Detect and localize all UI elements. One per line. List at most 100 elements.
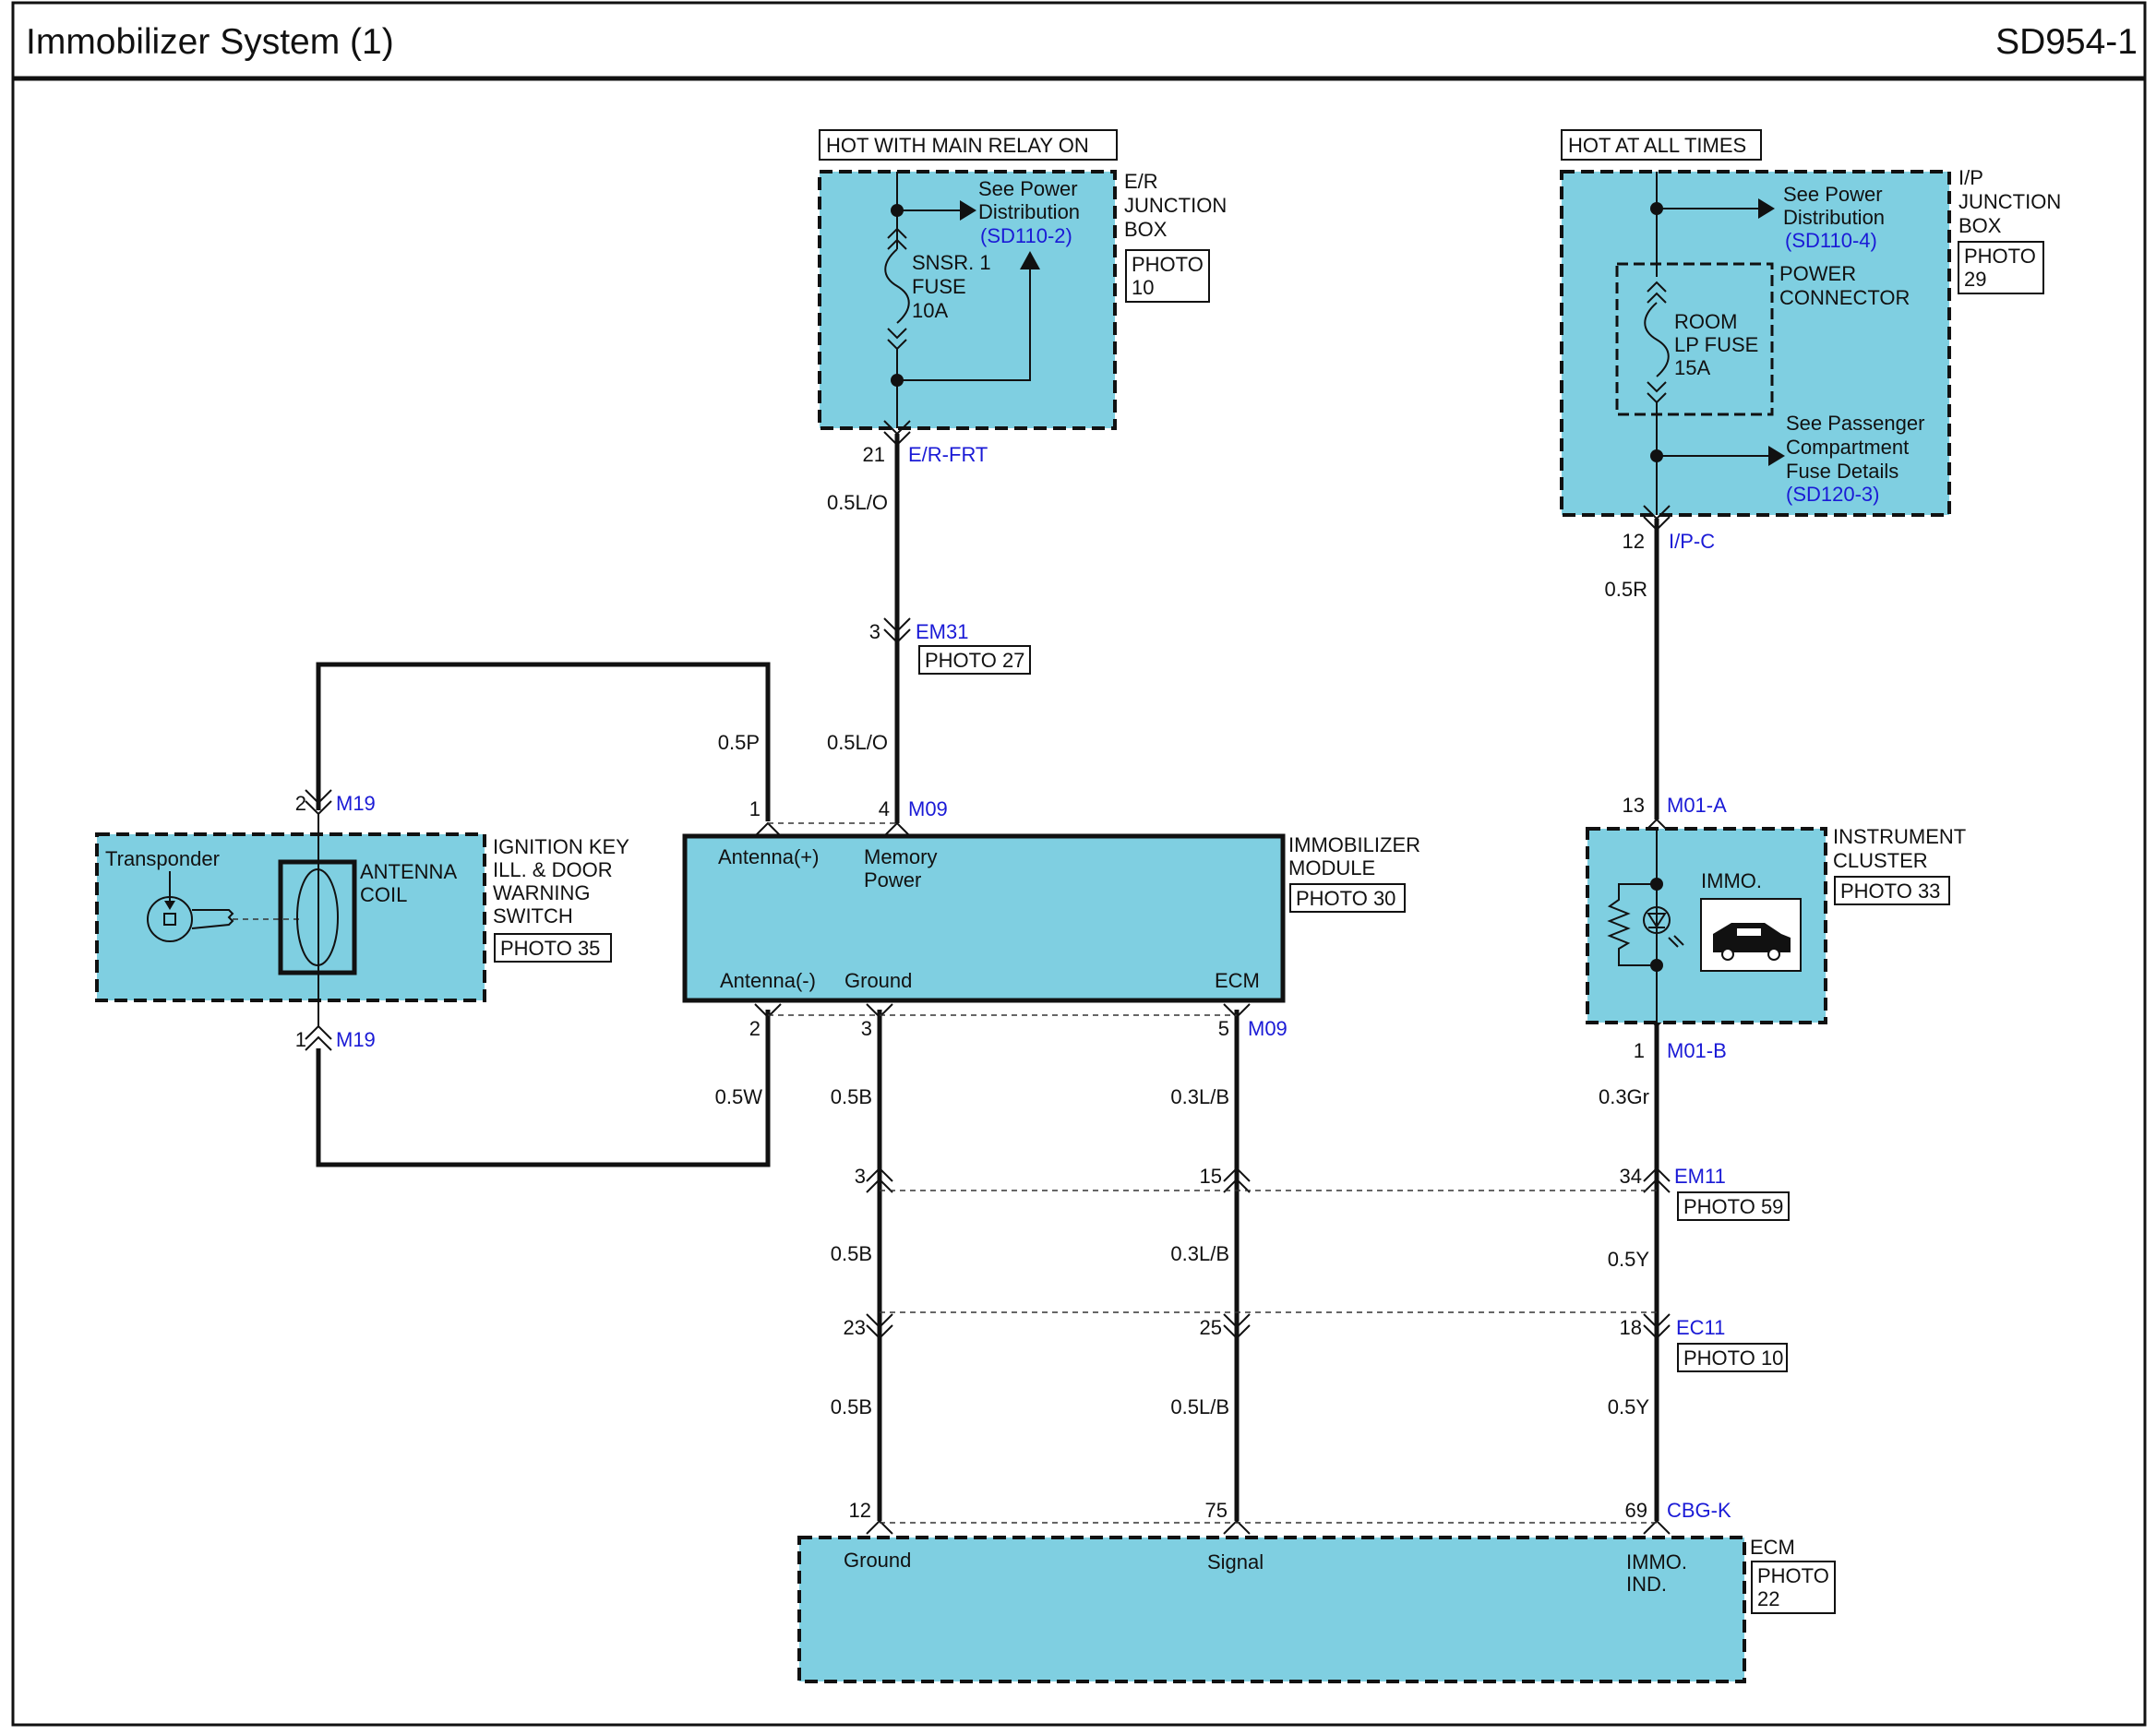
m09-pin3-symbol: [866, 1003, 893, 1019]
wire-r-label: 0.5R: [1605, 578, 1647, 601]
immobilizer-photo: PHOTO 30: [1296, 887, 1395, 910]
hot-all-times-label: HOT AT ALL TIMES: [1568, 134, 1746, 157]
m01a-connector[interactable]: M01-A: [1667, 794, 1727, 817]
immobilizer-title-2: MODULE: [1288, 856, 1375, 879]
m09-pin5-symbol: [1223, 1003, 1251, 1019]
ip-see-ref[interactable]: (SD110-4): [1785, 229, 1877, 252]
ecm-outline: [797, 1536, 1746, 1683]
wire-labels: 21 E/R-FRT 0.5L/O 3 EM31 PHOTO 27 0.5L/O…: [295, 443, 1790, 1522]
ignition-key-switch: Transponder ANTENNA COIL IGNITION KEY IL…: [95, 814, 629, 1026]
em31-connector[interactable]: EM31: [916, 620, 968, 643]
ecm-photo-1: PHOTO: [1757, 1564, 1829, 1587]
ip-fuse-1: ROOM: [1674, 310, 1737, 333]
er-frt-pin: 21: [863, 443, 885, 466]
page-frame: [11, 1, 2147, 1727]
er-title-3: BOX: [1124, 218, 1168, 241]
er-junction-box: HOT WITH MAIN RELAY ON See Power Distrib…: [818, 129, 1227, 430]
led-symbol: [1647, 913, 1667, 928]
er-see-ref[interactable]: (SD110-2): [980, 224, 1072, 247]
m09-bot-connector[interactable]: M09: [1248, 1017, 1288, 1040]
ignition-title-1: IGNITION KEY: [493, 835, 629, 858]
ecm-immo-ind-2: IND.: [1626, 1573, 1667, 1596]
er-see-power-1: See Power: [978, 177, 1078, 200]
ec11-photo: PHOTO 10: [1683, 1346, 1783, 1370]
m19-bot-connector[interactable]: M19: [336, 1028, 376, 1051]
wires: [316, 434, 1659, 1521]
cbgk-connector[interactable]: CBG-K: [1667, 1499, 1731, 1522]
fuse-icon: [884, 248, 910, 324]
arrow-right-icon: [960, 200, 976, 221]
power-connector-outline: [1615, 262, 1774, 416]
er-fuse-2: FUSE: [912, 275, 966, 298]
ec11-pin18-symbol: [1643, 1313, 1671, 1340]
hot-main-relay-tag: [819, 129, 1118, 161]
m19-top-pin: 2: [295, 792, 306, 815]
ecm-photo-tag: [1751, 1561, 1836, 1614]
ignition-title-4: SWITCH: [493, 904, 573, 927]
em11-pin15: 15: [1200, 1165, 1222, 1188]
em11-photo-tag: [1677, 1191, 1790, 1221]
ip-see-passenger-ref[interactable]: (SD120-3): [1786, 483, 1879, 506]
cbgk-pin69: 69: [1625, 1499, 1647, 1522]
memory-power-2: Power: [864, 868, 921, 891]
ignition-photo: PHOTO 35: [500, 937, 600, 960]
cluster-title-2: CLUSTER: [1833, 849, 1928, 872]
em11-pin3-symbol: [866, 1167, 893, 1193]
ecm-signal-label: Signal: [1207, 1550, 1264, 1573]
ip-box-outline: [1560, 170, 1951, 517]
ecm-immo-ind-1: IMMO.: [1626, 1550, 1687, 1573]
ecm-title: ECM: [1750, 1536, 1795, 1559]
light-emission-icon: [1668, 935, 1684, 948]
m09-pin4: 4: [879, 797, 890, 820]
wire-b-label-2: 0.5B: [831, 1242, 872, 1265]
coil-label-1: ANTENNA: [360, 860, 457, 883]
immobilizer-box: [682, 833, 1286, 1003]
immobilizer-photo-tag: [1289, 883, 1406, 913]
ipc-pin-symbol: [1643, 505, 1671, 532]
ecm: Ground Signal IMMO. IND. ECM PHOTO 22: [797, 1536, 1836, 1683]
em11-photo: PHOTO 59: [1683, 1195, 1783, 1218]
em11-pin3: 3: [855, 1165, 866, 1188]
ignition-photo-tag: [494, 933, 612, 963]
wire-lo-label-2: 0.5L/O: [827, 731, 888, 754]
resistor-icon: [1607, 883, 1657, 966]
em11-pin34-symbol: [1643, 1167, 1671, 1193]
er-frt-connector[interactable]: E/R-FRT: [908, 443, 988, 466]
ip-power-connector-1: POWER: [1779, 262, 1856, 285]
m09-pin1: 1: [749, 797, 761, 820]
er-photo-1: PHOTO: [1132, 253, 1204, 276]
wire-gr-label: 0.3Gr: [1599, 1085, 1649, 1108]
m01b-connector[interactable]: M01-B: [1667, 1039, 1727, 1062]
m09-top-connector[interactable]: M09: [908, 797, 948, 820]
er-title-2: JUNCTION: [1124, 194, 1227, 217]
ip-title-3: BOX: [1958, 214, 2002, 237]
key-icon: [147, 896, 234, 942]
er-photo-tag: [1125, 249, 1210, 303]
wire-p: [316, 662, 771, 821]
er-return-line: [897, 268, 1031, 381]
fuse-terminal-icon: [1647, 281, 1667, 304]
ignition-title-2: ILL. & DOOR: [493, 858, 613, 881]
m09-pin5: 5: [1218, 1017, 1229, 1040]
wire-w-label: 0.5W: [715, 1085, 763, 1108]
arrow-up-icon: [1020, 251, 1040, 269]
m09-pin4-symbol: [883, 821, 911, 837]
er-fuse-3: 10A: [912, 299, 948, 322]
ipc-connector[interactable]: I/P-C: [1669, 530, 1715, 553]
ip-fuse-2: LP FUSE: [1674, 333, 1758, 356]
wire-w: [316, 1010, 771, 1167]
em11-connector[interactable]: EM11: [1674, 1165, 1726, 1188]
ec11-pin18: 18: [1620, 1316, 1642, 1339]
m01b-pin: 1: [1634, 1039, 1645, 1062]
fuse-terminal-icon: [887, 227, 907, 250]
ec11-connector[interactable]: EC11: [1676, 1316, 1725, 1339]
ip-see-passenger-3: Fuse Details: [1786, 460, 1898, 483]
ec11-pin23-symbol: [866, 1313, 893, 1340]
em31-pin: 3: [869, 620, 880, 643]
m19-top-connector[interactable]: M19: [336, 792, 376, 815]
antenna-plus-label: Antenna(+): [718, 845, 819, 868]
connector-housings: [768, 822, 1657, 1524]
cbgk-pin69-symbol: [1643, 1519, 1671, 1535]
module-ground-label: Ground: [844, 969, 912, 992]
ip-see-passenger-2: Compartment: [1786, 436, 1909, 459]
